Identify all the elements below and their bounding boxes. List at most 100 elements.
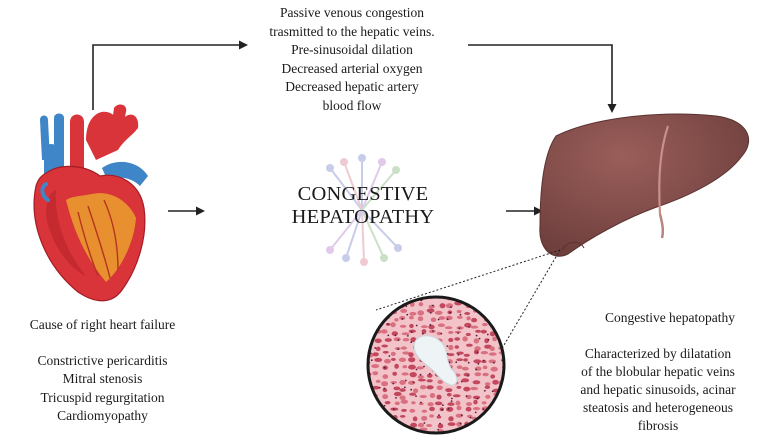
causes-heading: Cause of right heart failure <box>29 317 176 332</box>
cell-nucleus <box>457 353 460 356</box>
hepatocyte-cell <box>453 297 461 299</box>
title-line: CONGESTIVE <box>297 183 429 205</box>
hepatocyte-cell <box>499 332 504 336</box>
cell-nucleus <box>484 299 487 302</box>
hepatocyte-cell <box>417 316 424 322</box>
hepatocyte-cell <box>427 402 434 407</box>
hepatocyte-cell <box>492 413 498 418</box>
hepatocyte-cell <box>429 414 434 418</box>
hepatocyte-cell <box>399 380 406 385</box>
hepatocyte-cell <box>381 329 388 334</box>
hepatocyte-cell <box>465 394 472 400</box>
hepatocyte-cell <box>409 311 417 316</box>
outcome-line: of the blobular hepatic veins <box>581 364 735 379</box>
hepatocyte-cell <box>474 372 482 377</box>
hepatocyte-cell <box>502 323 504 327</box>
hepatocyte-cell <box>456 351 464 355</box>
hepatocyte-cell <box>470 386 479 391</box>
hepatocyte-cell <box>466 402 472 406</box>
cell-nucleus <box>459 422 462 425</box>
hepatocyte-cell <box>427 373 433 378</box>
outcome-title: Congestive hepatopathy <box>604 310 736 325</box>
histology-magnified-view <box>366 295 507 435</box>
hepatocyte-cell <box>463 386 471 392</box>
hepatocyte-cell <box>446 406 454 412</box>
hepatocyte-cell <box>381 381 389 387</box>
hepatocyte-cell <box>482 372 489 377</box>
cell-nucleus <box>505 345 507 347</box>
outcome-line: Characterized by dilatation <box>584 346 732 361</box>
cause-item: Cardiomyopathy <box>57 408 148 423</box>
hepatocyte-cell <box>436 415 442 419</box>
hepatocyte-cell <box>421 329 427 334</box>
cell-nucleus <box>370 359 373 362</box>
cell-nucleus <box>419 373 422 376</box>
cell-nucleus <box>491 390 494 393</box>
cell-nucleus <box>375 402 378 405</box>
hepatocyte-cell <box>419 402 424 406</box>
hepatocyte-cell <box>421 409 428 413</box>
hepatocyte-cell <box>408 329 416 333</box>
hepatocyte-cell <box>500 427 504 432</box>
hepatocyte-cell <box>412 416 418 422</box>
cell-nucleus <box>450 400 453 402</box>
hepatocyte-cell <box>436 394 442 400</box>
hepatocyte-cell <box>390 297 398 299</box>
hepatocyte-cell <box>501 409 504 415</box>
hepatocyte-cell <box>445 303 454 309</box>
hepatocyte-cell <box>434 401 443 406</box>
hepatocyte-cell <box>393 391 402 397</box>
cell-nucleus <box>423 422 426 424</box>
hepatocyte-cell <box>489 331 496 337</box>
cell-nucleus <box>459 313 462 316</box>
hepatocyte-cell <box>470 325 479 329</box>
hepatocyte-cell <box>408 352 414 358</box>
cell-nucleus <box>442 404 444 406</box>
hepatocyte-cell <box>372 371 379 376</box>
cell-nucleus <box>412 381 415 384</box>
hepatocyte-cell <box>408 357 416 363</box>
cell-nucleus <box>429 312 432 314</box>
hepatocyte-cell <box>437 323 445 328</box>
hepatocyte-cell <box>375 379 381 383</box>
hepatocyte-cell <box>484 385 491 389</box>
hepatocyte-cell <box>368 310 373 314</box>
cell-nucleus <box>395 397 397 399</box>
mechanism-line: Decreased hepatic artery <box>285 79 419 94</box>
cell-nucleus <box>476 397 479 400</box>
hepatocyte-cell <box>368 297 371 300</box>
hepatocyte-cell <box>430 317 437 323</box>
cell-nucleus <box>405 305 408 308</box>
hepatocyte-cell <box>448 330 454 334</box>
hepatocyte-cell <box>401 372 409 376</box>
hepatocyte-cell <box>462 336 468 342</box>
cause-item: Mitral stenosis <box>62 371 143 386</box>
hepatocyte-cell <box>498 414 504 420</box>
hepatocyte-cell <box>384 401 391 405</box>
cell-nucleus <box>429 324 432 326</box>
hepatocyte-cell <box>394 427 400 433</box>
hepatocyte-cell <box>408 315 414 320</box>
hepatocyte-cell <box>381 302 389 306</box>
hepatocyte-cell <box>368 322 371 327</box>
cell-nucleus <box>374 347 377 349</box>
hepatocyte-cell <box>455 400 461 406</box>
cell-nucleus <box>482 408 485 410</box>
hepatocyte-cell <box>493 408 499 412</box>
hepatocyte-cell <box>481 303 487 307</box>
cell-nucleus <box>370 302 372 305</box>
hepatocyte-cell <box>437 380 444 384</box>
cell-nucleus <box>421 332 424 335</box>
cell-nucleus <box>376 415 379 418</box>
hepatocyte-cell <box>488 352 497 356</box>
hepatocyte-cell <box>472 380 481 385</box>
hepatocyte-cell <box>438 316 446 320</box>
hepatocyte-cell <box>392 422 399 428</box>
hepatocyte-cell <box>368 422 373 427</box>
cell-nucleus <box>397 348 400 350</box>
cell-nucleus <box>411 430 413 433</box>
hepatocyte-cell <box>419 395 427 398</box>
hepatocyte-cell <box>410 422 417 428</box>
cell-nucleus <box>487 338 490 341</box>
cell-nucleus <box>492 306 495 309</box>
